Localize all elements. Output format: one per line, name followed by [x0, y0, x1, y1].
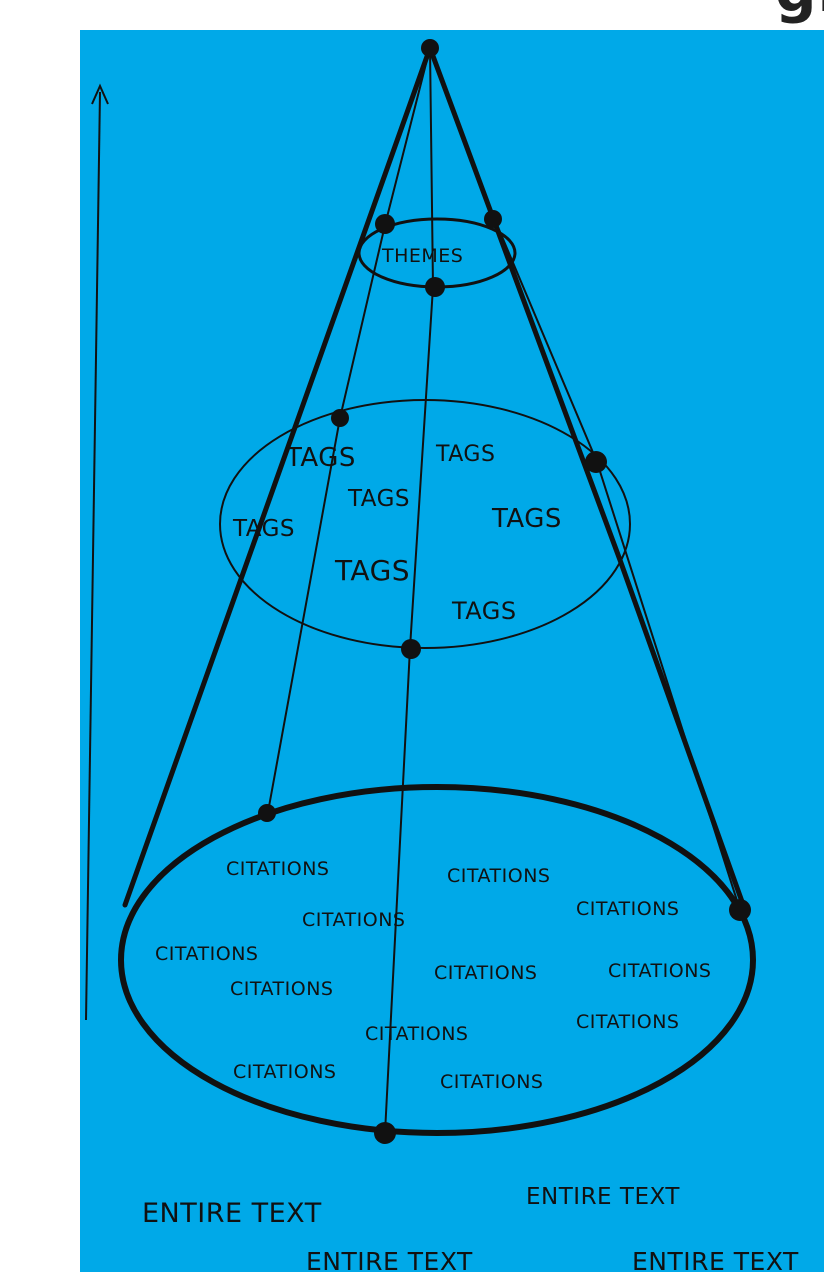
label-themes: THEMES	[381, 245, 463, 267]
cone-inner-lines	[267, 47, 741, 1134]
label-citations: CITATIONS	[576, 1011, 679, 1033]
themes-labels: THEMES	[381, 245, 463, 267]
tags-labels: TAGS TAGS TAGS TAGS TAGS TAGS TAGS	[232, 442, 562, 625]
citations-ellipse	[118, 784, 756, 1136]
label-tags: TAGS	[285, 443, 356, 473]
citations-labels: CITATIONS CITATIONS CITATIONS CITATIONS …	[155, 858, 711, 1093]
label-entire-text: ENTIRE TEXT	[526, 1184, 680, 1210]
dot-tags-bottom	[401, 639, 421, 659]
label-citations: CITATIONS	[608, 960, 711, 982]
cone-outline	[122, 45, 748, 913]
label-citations: CITATIONS	[155, 943, 258, 965]
label-entire-text: ENTIRE TEXT	[632, 1247, 799, 1272]
dot-citations-right	[729, 899, 751, 921]
cropped-heading-glyph: g.	[775, 0, 824, 20]
dot-tags-left	[331, 409, 349, 427]
label-entire-text: ENTIRE TEXT	[306, 1247, 473, 1272]
label-citations: CITATIONS	[434, 962, 537, 984]
dot-apex	[421, 39, 439, 57]
label-tags: TAGS	[491, 504, 562, 534]
label-citations: CITATIONS	[365, 1023, 468, 1045]
dot-citations-bottom	[374, 1122, 396, 1144]
label-citations: CITATIONS	[226, 858, 329, 880]
tags-ellipse	[219, 399, 631, 649]
label-tags: TAGS	[232, 516, 295, 542]
entire-text-labels: ENTIRE TEXT ENTIRE TEXT ENTIRE TEXT ENTI…	[142, 1184, 799, 1272]
label-tags: TAGS	[435, 442, 495, 467]
dot-tags-right	[585, 451, 607, 473]
label-entire-text: ENTIRE TEXT	[142, 1198, 322, 1229]
label-citations: CITATIONS	[576, 898, 679, 920]
dot-citations-left	[258, 804, 276, 822]
label-citations: CITATIONS	[230, 978, 333, 1000]
label-citations: CITATIONS	[447, 865, 550, 887]
label-tags: TAGS	[451, 597, 517, 625]
blue-paper-sheet	[80, 30, 824, 1272]
vertical-arrow	[85, 83, 109, 1021]
dot-themes-left	[375, 214, 395, 234]
dot-themes-right	[484, 210, 502, 228]
label-citations: CITATIONS	[302, 909, 405, 931]
label-tags: TAGS	[347, 486, 410, 512]
label-citations: CITATIONS	[440, 1071, 543, 1093]
label-tags: TAGS	[334, 554, 410, 587]
junction-dots	[258, 39, 751, 1144]
dot-themes-bottom	[425, 277, 445, 297]
label-citations: CITATIONS	[233, 1061, 336, 1083]
